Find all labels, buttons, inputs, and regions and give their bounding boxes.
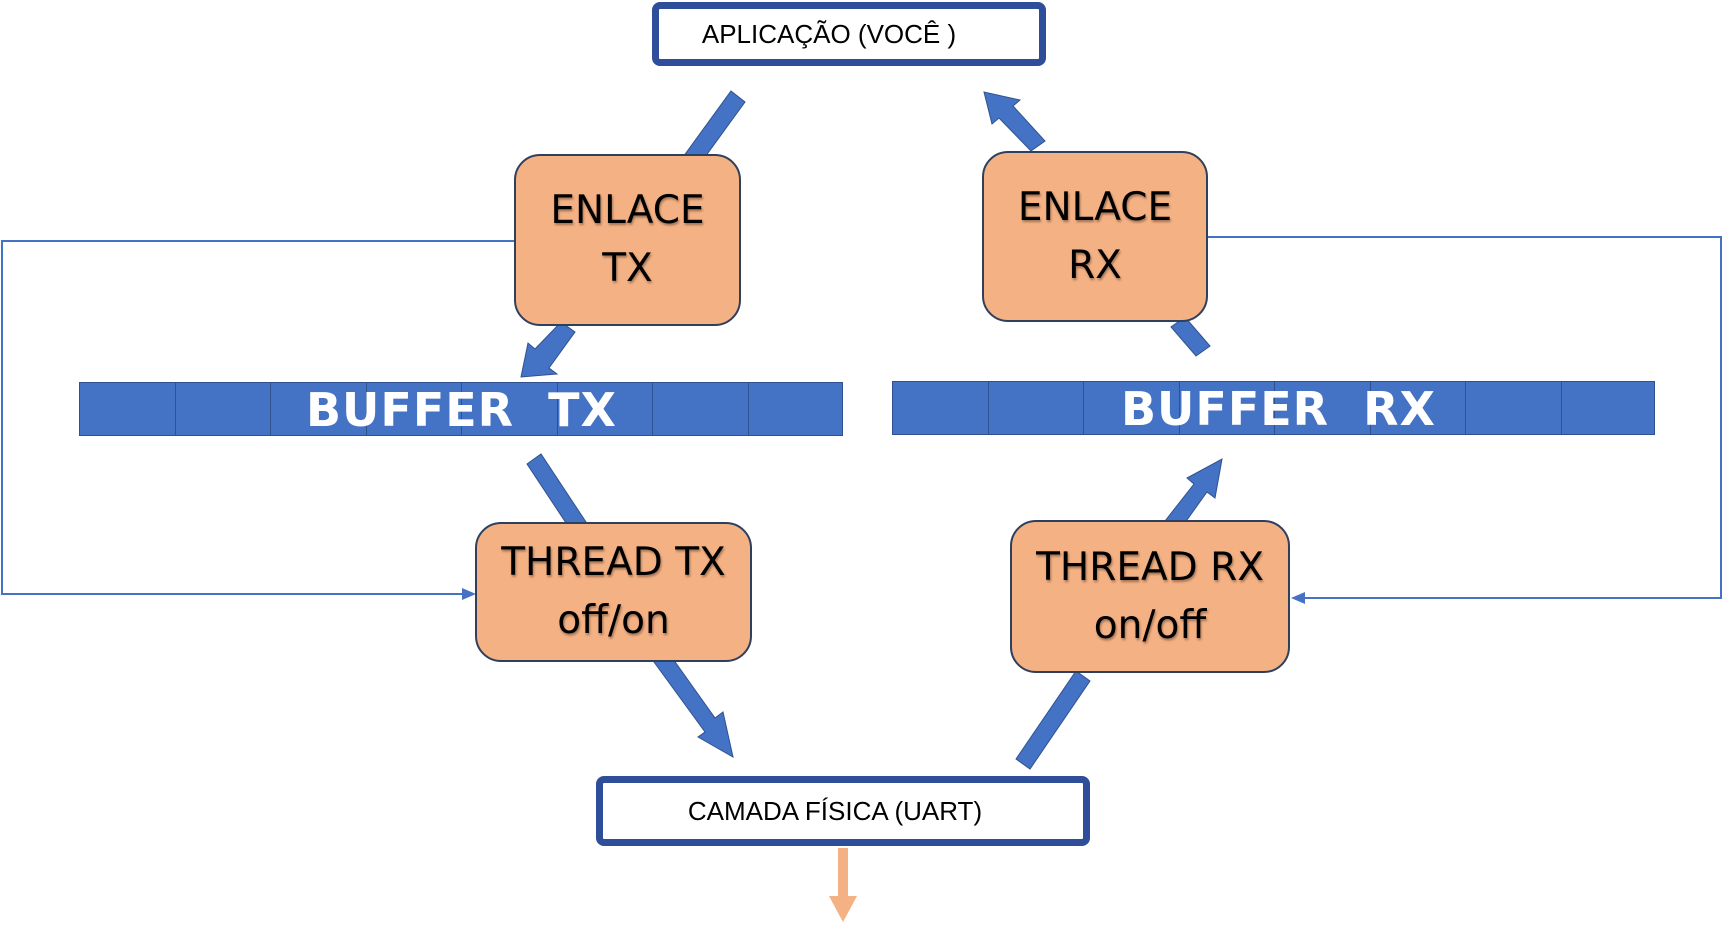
physical-layer-label: CAMADA FÍSICA (UART) bbox=[687, 795, 983, 826]
buffer-rx-cell-divider bbox=[1274, 382, 1275, 434]
enlace-rx-subtitle: RX bbox=[1068, 242, 1122, 288]
arrow-enlace-tx-to-buffer-tx bbox=[520, 321, 576, 378]
thread-rx-title: THREAD RX bbox=[1036, 544, 1264, 590]
control-connector-tx-head bbox=[462, 588, 476, 600]
buffer-tx-cell-divider bbox=[652, 383, 653, 435]
buffer-rx-cell-divider bbox=[1370, 382, 1371, 434]
buffer-tx-label: BUFFER TX bbox=[306, 383, 617, 437]
arrow-physical-to-thread-rx bbox=[1015, 670, 1091, 770]
control-connector-rx-head bbox=[1291, 592, 1305, 604]
physical-output-arrow-head bbox=[829, 896, 857, 922]
enlace-tx-subtitle: TX bbox=[602, 246, 653, 291]
buffer-rx-label: BUFFER RX bbox=[1121, 382, 1437, 436]
thread-tx-node: THREAD TX off/on bbox=[475, 522, 752, 662]
buffer-tx: BUFFER TX bbox=[79, 382, 843, 437]
application-label: APLICAÇÃO (VOCÊ ) bbox=[701, 18, 957, 49]
enlace-tx-node: ENLACE TX bbox=[514, 154, 741, 326]
buffer-tx-cell-divider bbox=[461, 383, 462, 435]
buffer-tx-cell-divider bbox=[557, 383, 558, 435]
physical-layer-box: CAMADA FÍSICA (UART) bbox=[596, 776, 1090, 846]
enlace-rx-title: ENLACE bbox=[1017, 184, 1173, 230]
buffer-rx-cell-divider bbox=[1561, 382, 1562, 434]
arrow-buffer-rx-to-enlace-rx bbox=[1170, 316, 1211, 357]
thread-rx-node: THREAD RX on/off bbox=[1010, 520, 1290, 673]
arrow-buffer-tx-to-thread-tx bbox=[526, 453, 587, 533]
buffer-tx-cell-divider bbox=[175, 383, 176, 435]
buffer-tx-cell-divider bbox=[366, 383, 367, 435]
arrow-enlace-rx-to-app bbox=[983, 91, 1046, 152]
enlace-tx-title: ENLACE bbox=[550, 188, 705, 233]
physical-output-arrow-shaft bbox=[838, 848, 848, 900]
buffer-tx-cell-divider bbox=[748, 383, 749, 435]
thread-tx-state: off/on bbox=[557, 598, 670, 643]
thread-tx-title: THREAD TX bbox=[501, 540, 726, 585]
buffer-rx-cell-divider bbox=[1179, 382, 1180, 434]
buffer-rx-cell-divider bbox=[1465, 382, 1466, 434]
application-box: APLICAÇÃO (VOCÊ ) bbox=[652, 2, 1046, 66]
thread-rx-state: on/off bbox=[1093, 602, 1207, 648]
control-connector-tx bbox=[1, 240, 514, 595]
buffer-rx-cell-divider bbox=[988, 382, 989, 434]
arrow-thread-tx-to-physical bbox=[653, 651, 734, 758]
buffer-rx: BUFFER RX bbox=[892, 381, 1655, 436]
buffer-rx-cell-divider bbox=[1083, 382, 1084, 434]
enlace-rx-node: ENLACE RX bbox=[982, 151, 1208, 322]
control-connector-rx bbox=[1208, 236, 1722, 599]
buffer-tx-cell-divider bbox=[270, 383, 271, 435]
